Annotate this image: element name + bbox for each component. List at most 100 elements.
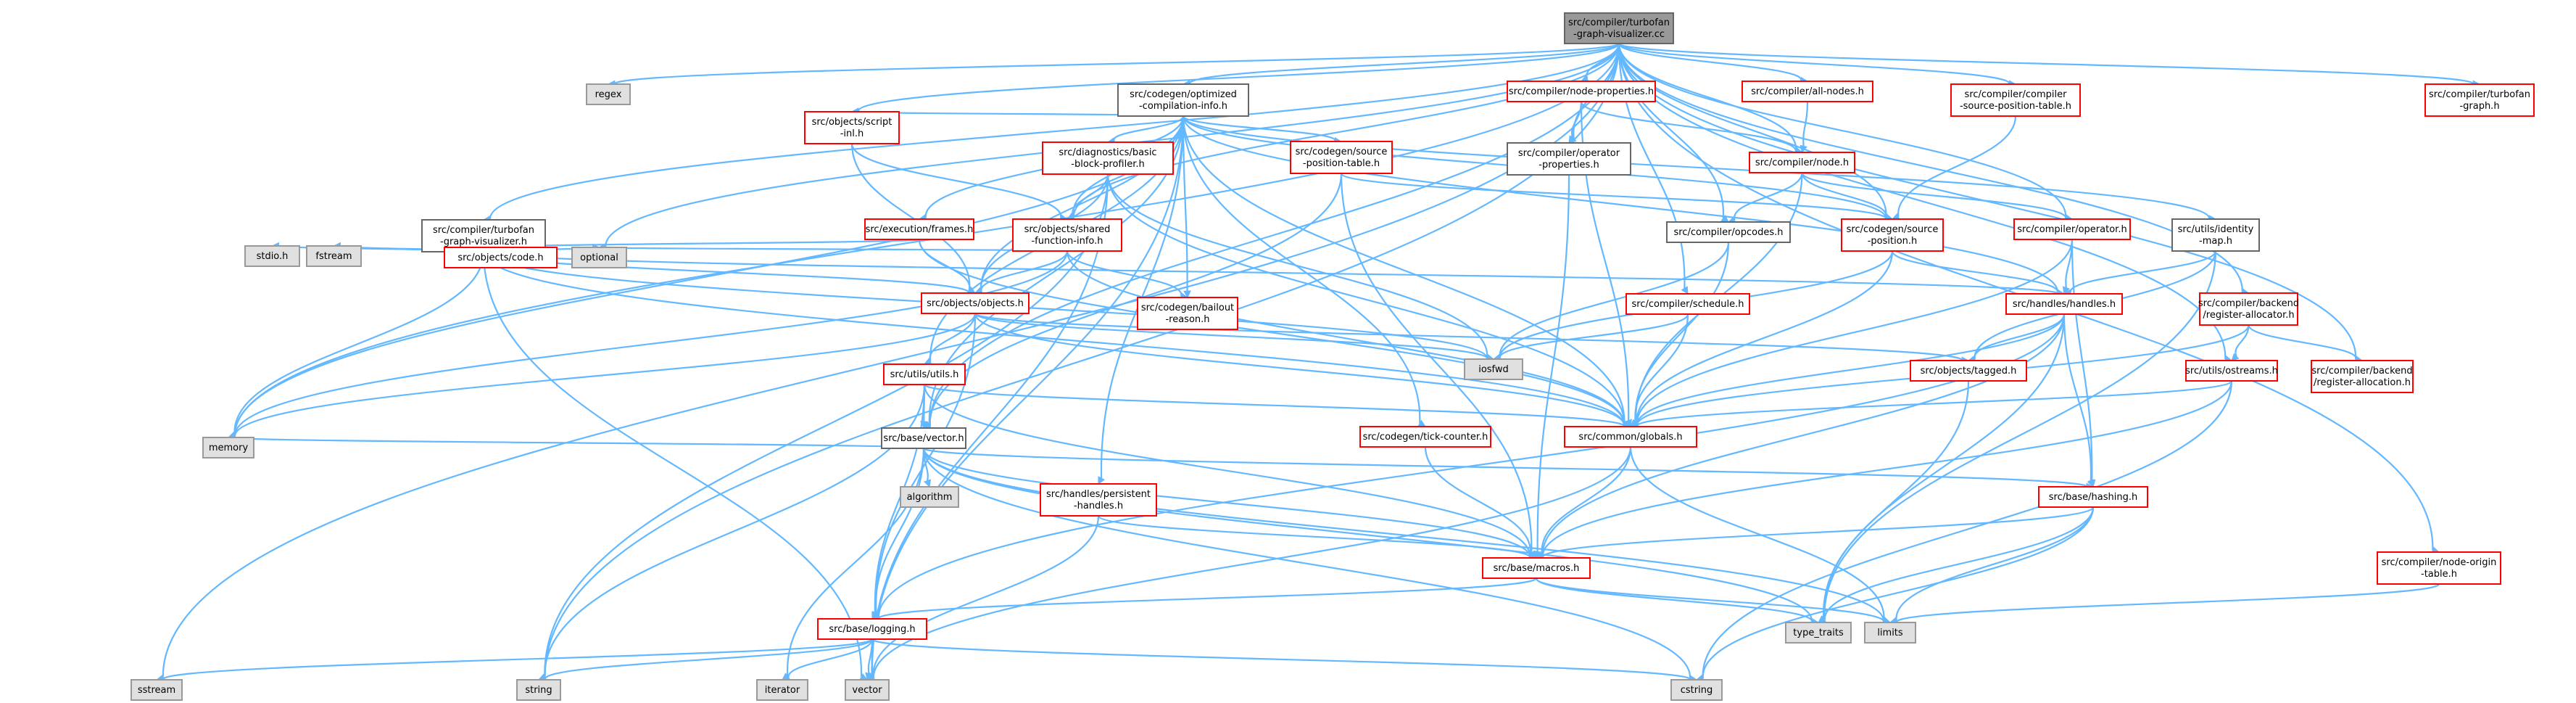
node-label-tgv-line-1: -graph-visualizer.h: [440, 237, 527, 247]
node-label-objects-line-0: src/objects/objects.h: [927, 298, 1024, 309]
node-tgraph[interactable]: src/compiler/turbofan-graph.h: [2424, 83, 2535, 117]
arrowhead-root-to-schedule: [1681, 286, 1689, 295]
node-opcodes[interactable]: src/compiler/opcodes.h: [1666, 221, 1791, 243]
node-box-tagged: [1910, 360, 2027, 382]
node-label-persistent-line-1: -handles.h: [1074, 501, 1123, 511]
node-sstream: sstream: [131, 679, 183, 701]
node-box-bailout: [1137, 297, 1238, 330]
node-sfi[interactable]: src/objects/shared-function-info.h: [1012, 218, 1122, 252]
node-ostreams[interactable]: src/utils/ostreams.h: [2185, 360, 2278, 382]
edge-utils-to-globals: [923, 383, 1625, 427]
edge-opt-to-vector: [871, 115, 1185, 676]
node-opt[interactable]: src/codegen/optimized-compilation-info.h: [1117, 83, 1249, 117]
edge-globals-to-limits: [1629, 446, 1885, 621]
node-box-frames: [864, 218, 974, 240]
node-vectorh[interactable]: src/base/vector.h: [881, 427, 966, 449]
node-box-sstream: [131, 679, 183, 701]
node-label-tagged-line-0: src/objects/tagged.h: [1921, 366, 2017, 377]
edge-root-to-script: [857, 43, 1620, 112]
node-regalloc2[interactable]: src/compiler/backend/register-allocation…: [2311, 360, 2414, 393]
arrowhead-logging-to-vector: [865, 672, 873, 681]
node-label-tick-line-0: src/codegen/tick-counter.h: [1363, 432, 1488, 443]
edge-cspt-to-srcpos: [1897, 115, 2017, 217]
edge-tgv-to-globals: [482, 251, 1625, 427]
node-globals[interactable]: src/common/globals.h: [1564, 426, 1697, 448]
node-diag[interactable]: src/diagnostics/basic-block-profiler.h: [1042, 141, 1174, 175]
node-nodeorigin[interactable]: src/compiler/node-origin-table.h: [2377, 551, 2501, 585]
node-box-stdio: [244, 245, 300, 267]
edge-root-to-tgraph: [1618, 42, 2474, 85]
node-regex: regex: [586, 83, 631, 105]
node-memory: memory: [202, 437, 254, 459]
node-label-limits-line-0: limits: [1877, 628, 1903, 638]
node-box-cspt: [1950, 83, 2081, 117]
node-node[interactable]: src/compiler/node.h: [1749, 152, 1855, 173]
node-hashing[interactable]: src/base/hashing.h: [2038, 486, 2148, 508]
node-idmap[interactable]: src/utils/identity-map.h: [2171, 218, 2260, 252]
edge-objects-to-globals: [974, 313, 1625, 427]
node-schedule[interactable]: src/compiler/schedule.h: [1625, 293, 1750, 315]
node-box-macros: [1482, 557, 1591, 579]
node-opprops[interactable]: src/compiler/operator-properties.h: [1507, 142, 1631, 176]
arrowhead-nodeprops-to-opprops: [1568, 135, 1576, 144]
node-handles[interactable]: src/handles/handles.h: [2005, 293, 2123, 315]
node-box-memory: [202, 437, 254, 459]
node-label-srcpos-line-0: src/codegen/source: [1847, 224, 1939, 235]
edge-hashing-to-limits: [1895, 506, 2095, 621]
node-cspt[interactable]: src/compiler/compiler-source-position-ta…: [1950, 83, 2081, 117]
node-label-utils-line-0: src/utils/utils.h: [890, 369, 959, 380]
node-persistent[interactable]: src/handles/persistent-handles.h: [1040, 483, 1157, 517]
node-bailout[interactable]: src/codegen/bailout-reason.h: [1137, 297, 1238, 330]
node-label-regalloc-line-0: src/compiler/backend: [2198, 298, 2299, 309]
node-label-tgraph-line-0: src/compiler/turbofan: [2429, 89, 2530, 100]
node-objects[interactable]: src/objects/objects.h: [921, 292, 1030, 314]
node-script[interactable]: src/objects/script-inl.h: [804, 111, 900, 144]
node-regalloc[interactable]: src/compiler/backend/register-allocator.…: [2198, 292, 2299, 326]
node-code[interactable]: src/objects/code.h: [444, 247, 558, 268]
node-allnodes[interactable]: src/compiler/all-nodes.h: [1742, 81, 1873, 102]
node-box-allnodes: [1742, 81, 1873, 102]
edge-objects-to-logging: [875, 313, 977, 614]
edge-vectorh-to-logging: [874, 448, 925, 614]
node-nodeprops[interactable]: src/compiler/node-properties.h: [1507, 81, 1656, 102]
node-box-vector: [845, 679, 890, 701]
edge-utils-to-logging: [874, 384, 926, 613]
edge-sfi-to-optional: [605, 246, 1069, 252]
node-tick[interactable]: src/codegen/tick-counter.h: [1359, 426, 1491, 448]
node-box-string: [516, 679, 561, 701]
node-box-hashing: [2038, 486, 2148, 508]
node-label-diag-line-0: src/diagnostics/basic: [1059, 147, 1156, 158]
node-label-opt-line-0: src/codegen/optimized: [1130, 89, 1237, 100]
node-srcpos[interactable]: src/codegen/source-position.h: [1841, 218, 1944, 252]
node-box-srcpostab: [1290, 141, 1393, 174]
node-tagged[interactable]: src/objects/tagged.h: [1910, 360, 2027, 382]
node-operator[interactable]: src/compiler/operator.h: [2013, 218, 2131, 240]
edge-root-to-vectorh: [929, 43, 1620, 427]
node-box-logging: [817, 618, 927, 640]
node-utils[interactable]: src/utils/utils.h: [883, 363, 966, 385]
edge-handles-to-globals: [1636, 313, 2066, 427]
node-logging[interactable]: src/base/logging.h: [817, 618, 927, 640]
node-label-nodeorigin-line-0: src/compiler/node-origin: [2382, 557, 2497, 568]
node-tgv[interactable]: src/compiler/turbofan-graph-visualizer.h: [421, 219, 546, 252]
node-iterator: iterator: [756, 679, 808, 701]
edge-vectorh-to-macros: [922, 448, 1531, 558]
edge-layer: [155, 42, 2481, 684]
node-iosfwd: iosfwd: [1464, 358, 1523, 380]
node-frames[interactable]: src/execution/frames.h: [864, 218, 974, 240]
edge-opt-to-srcpostab: [1182, 115, 1336, 142]
node-label-type_traits-line-0: type_traits: [1793, 628, 1844, 638]
edge-vectorh-to-type_traits: [922, 448, 1813, 622]
node-box-iterator: [756, 679, 808, 701]
node-root[interactable]: src/compiler/turbofan-graph-visualizer.c…: [1564, 12, 1674, 44]
node-label-optional-line-0: optional: [580, 252, 618, 263]
edge-persistent-to-vector: [872, 515, 1100, 678]
node-srcpostab[interactable]: src/codegen/source-position-table.h: [1290, 141, 1393, 174]
node-label-schedule-line-0: src/compiler/schedule.h: [1632, 299, 1744, 310]
edge-frames-to-globals: [918, 239, 1625, 427]
edge-diag-to-vector: [871, 173, 1109, 675]
node-box-vectorh: [881, 427, 966, 449]
node-macros[interactable]: src/base/macros.h: [1482, 557, 1591, 579]
node-label-node-line-0: src/compiler/node.h: [1755, 157, 1849, 168]
node-label-regalloc2-line-0: src/compiler/backend: [2311, 366, 2412, 377]
